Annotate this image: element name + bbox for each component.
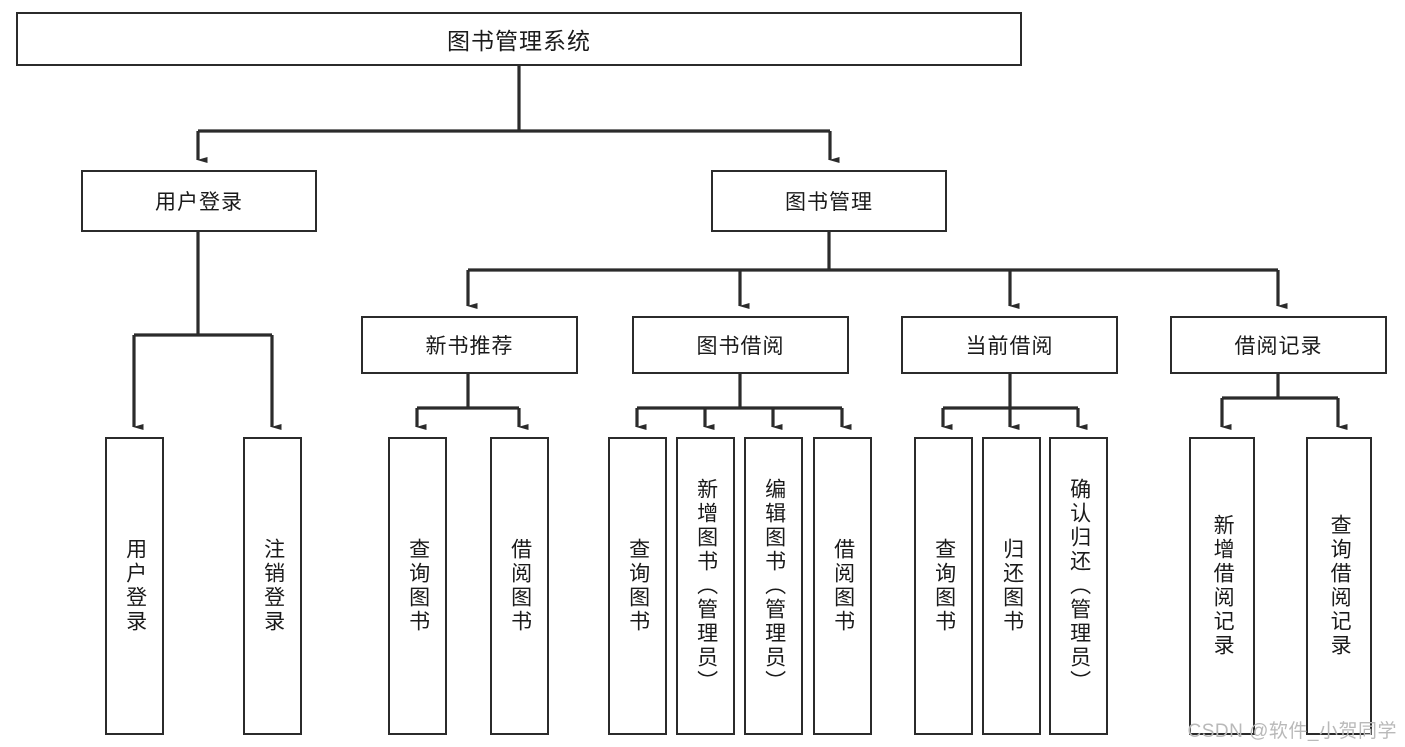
node-current-borrow-label: 当前借阅 [965, 335, 1054, 358]
node-user-login[interactable]: 用户登录 [81, 170, 317, 232]
leaf-add-book-label: 新增图书（管理员） [694, 478, 718, 694]
leaf-query-book-2[interactable]: 查询图书 [608, 437, 667, 735]
leaf-borrow-book-2[interactable]: 借阅图书 [813, 437, 872, 735]
node-user-login-label: 用户登录 [155, 191, 243, 214]
node-root-label: 图书管理系统 [447, 28, 591, 54]
leaf-return-book-label: 归还图书 [1000, 538, 1024, 634]
leaf-borrow-book-1-label: 借阅图书 [508, 538, 532, 634]
leaf-query-book-1-label: 查询图书 [406, 538, 430, 634]
leaf-user-login[interactable]: 用户登录 [105, 437, 164, 735]
leaf-query-book-2-label: 查询图书 [626, 538, 650, 634]
leaf-edit-book[interactable]: 编辑图书（管理员） [744, 437, 803, 735]
node-book-management-label: 图书管理 [785, 191, 873, 214]
leaf-add-book[interactable]: 新增图书（管理员） [676, 437, 735, 735]
leaf-borrow-book-2-label: 借阅图书 [831, 538, 855, 634]
leaf-add-record[interactable]: 新增借阅记录 [1189, 437, 1255, 735]
node-borrow-record[interactable]: 借阅记录 [1170, 316, 1387, 374]
leaf-logout-login[interactable]: 注销登录 [243, 437, 302, 735]
leaf-add-record-label: 新增借阅记录 [1211, 514, 1235, 658]
leaf-logout-login-label: 注销登录 [261, 538, 285, 634]
leaf-confirm-return[interactable]: 确认归还（管理员） [1049, 437, 1108, 735]
leaf-borrow-book-1[interactable]: 借阅图书 [490, 437, 549, 735]
node-new-book-recommend-label: 新书推荐 [425, 335, 514, 358]
leaf-confirm-return-label: 确认归还（管理员） [1067, 478, 1091, 694]
leaf-query-book-3-label: 查询图书 [932, 538, 956, 634]
node-book-management[interactable]: 图书管理 [711, 170, 947, 232]
node-root[interactable]: 图书管理系统 [16, 12, 1022, 66]
leaf-query-book-3[interactable]: 查询图书 [914, 437, 973, 735]
leaf-query-record[interactable]: 查询借阅记录 [1306, 437, 1372, 735]
node-book-borrow[interactable]: 图书借阅 [632, 316, 849, 374]
leaf-query-book-1[interactable]: 查询图书 [388, 437, 447, 735]
node-borrow-record-label: 借阅记录 [1234, 335, 1323, 358]
leaf-query-record-label: 查询借阅记录 [1328, 514, 1352, 658]
leaf-return-book[interactable]: 归还图书 [982, 437, 1041, 735]
node-book-borrow-label: 图书借阅 [696, 335, 785, 358]
leaf-edit-book-label: 编辑图书（管理员） [762, 478, 786, 694]
node-new-book-recommend[interactable]: 新书推荐 [361, 316, 578, 374]
leaf-user-login-label: 用户登录 [123, 538, 147, 634]
csdn-watermark: CSDN @软件_小贺同学 [1187, 721, 1397, 742]
node-current-borrow[interactable]: 当前借阅 [901, 316, 1118, 374]
